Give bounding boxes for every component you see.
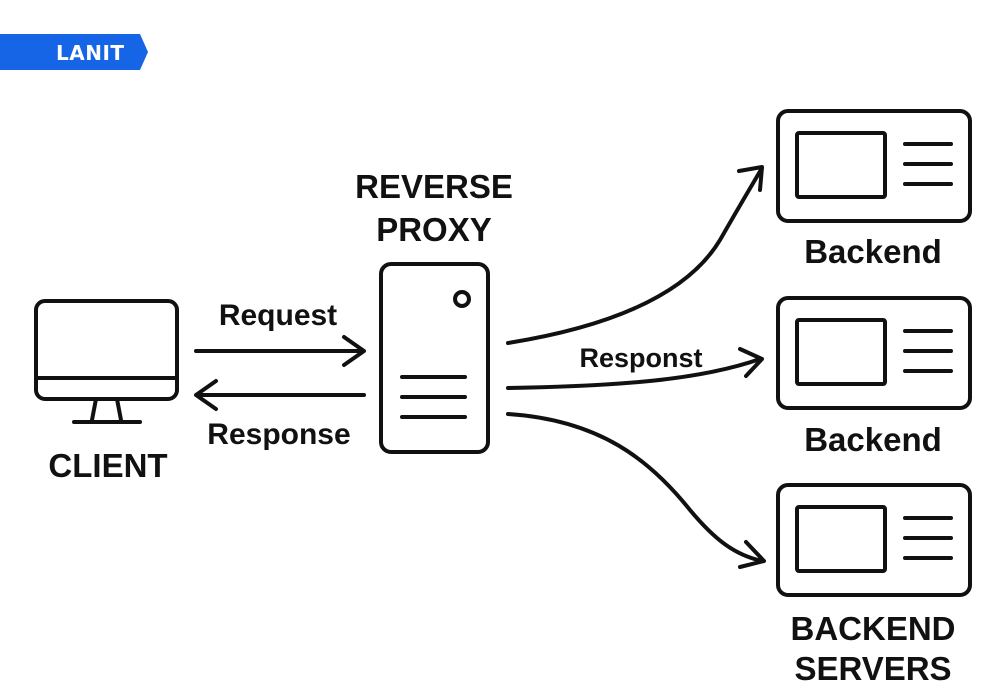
brand-logo-text: LANIT <box>56 41 125 65</box>
brand-logo-badge <box>0 34 148 70</box>
response-arrow: Response <box>194 379 366 451</box>
proxy-title-line1: REVERSE <box>355 168 513 205</box>
backend-servers-label-line2: SERVERS <box>794 650 951 687</box>
reverse-proxy-node: REVERSE PROXY <box>355 168 513 454</box>
server-rack-icon <box>776 109 972 223</box>
monitor-icon <box>34 299 179 424</box>
request-arrow: Request <box>194 299 366 367</box>
middle-arrow-label: Responst <box>579 343 702 373</box>
backend-servers-label-line1: BACKEND <box>791 610 956 647</box>
backend-server-2: Backend <box>776 296 972 458</box>
backend-1-label: Backend <box>804 233 942 270</box>
proxy-to-backend-top-arrow <box>506 165 764 345</box>
server-rack-icon <box>776 483 972 597</box>
client-node: CLIENT <box>34 299 179 484</box>
backend-server-1: Backend <box>776 109 972 270</box>
brand-logo: LANIT <box>0 34 148 70</box>
server-rack-icon <box>776 296 972 410</box>
server-tower-icon <box>379 262 490 454</box>
backend-2-label: Backend <box>804 421 942 458</box>
proxy-to-backend-middle-arrow: Responst <box>506 343 764 390</box>
response-label: Response <box>207 418 350 451</box>
request-label: Request <box>219 299 337 332</box>
backend-server-3: BACKEND SERVERS <box>776 483 972 687</box>
proxy-to-backend-bottom-arrow <box>506 412 766 569</box>
proxy-title-line2: PROXY <box>376 211 492 248</box>
client-label: CLIENT <box>48 447 167 484</box>
